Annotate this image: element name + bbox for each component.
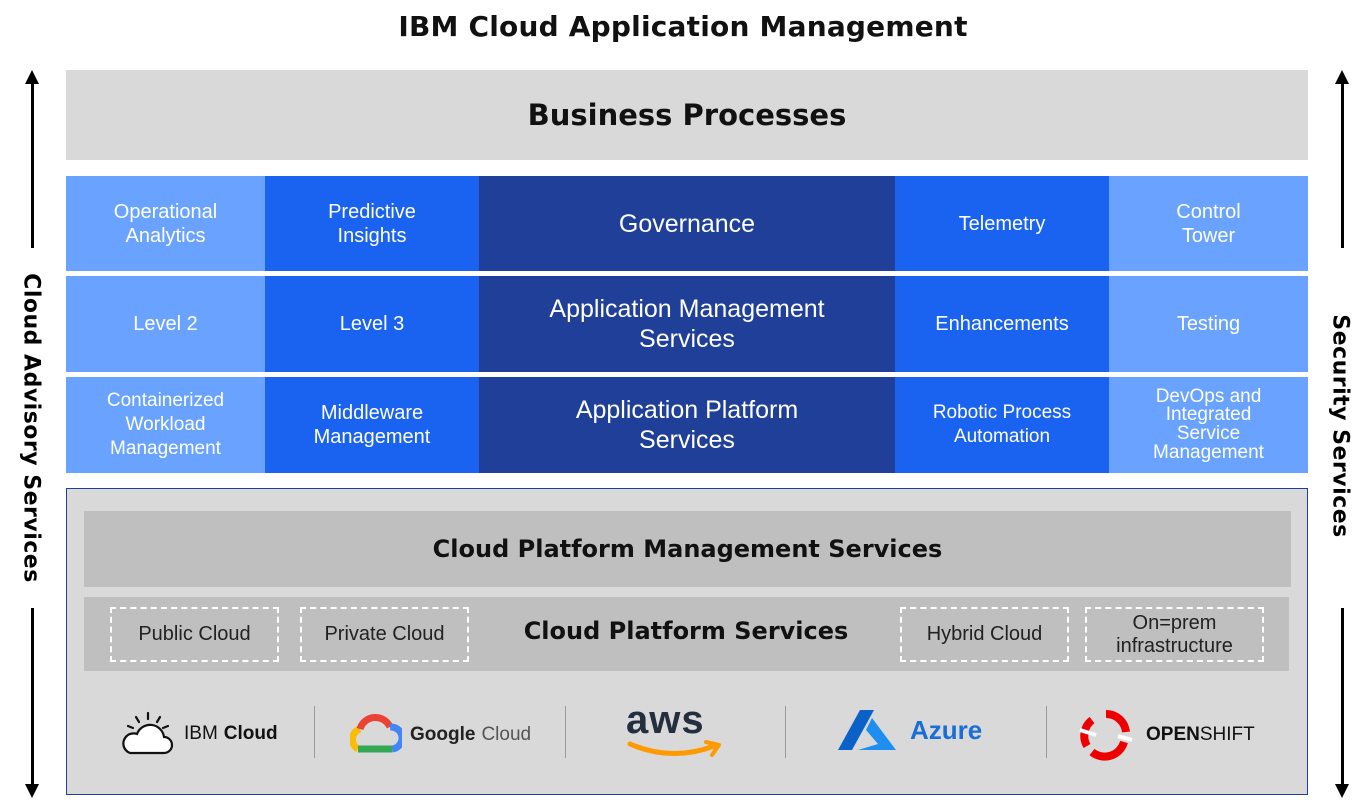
left-arrow-line-bottom [31, 608, 34, 786]
cloud-advisory-services-label: Cloud Advisory Services [18, 273, 44, 583]
azure-wordmark: Azure [910, 714, 983, 745]
ibm-cloud-logo: IBM Cloud [118, 708, 278, 760]
ibm-cloud-icon [122, 711, 174, 755]
aws-smile-icon [627, 740, 721, 757]
right-arrow-line-bottom [1341, 608, 1344, 786]
business-processes-bar: Business Processes [66, 70, 1308, 160]
right-arrow-line-top [1341, 82, 1344, 248]
ibm-cloud-brand: IBM [184, 723, 218, 744]
governance-cell: Governance [479, 176, 895, 271]
google-cloud-logo: Google Cloud [350, 710, 531, 760]
right-arrow-head-down [1335, 784, 1349, 798]
logo-separator [785, 706, 786, 758]
control-tower-cell: Control Tower [1109, 176, 1308, 271]
openshift-icon [1079, 709, 1133, 761]
devops-integrated-service-management-cell: DevOps and Integrated Service Management [1109, 377, 1308, 473]
private-cloud-box: Private Cloud [300, 607, 469, 662]
level-2-cell: Level 2 [66, 276, 265, 372]
security-services-label: Security Services [1327, 314, 1353, 538]
google-brand: Google [410, 724, 476, 745]
level-3-cell: Level 3 [265, 276, 479, 372]
azure-icon [838, 710, 896, 750]
cloud-platform-services-label: Cloud Platform Services [523, 617, 849, 645]
testing-cell: Testing [1109, 276, 1308, 372]
cloud-platform-services-bar [84, 597, 1289, 671]
google-cloud-product: Cloud [481, 724, 532, 745]
middleware-management-cell: Middleware Management [265, 377, 479, 473]
openshift-brand: OPEN [1146, 724, 1200, 745]
operational-analytics-cell: Operational Analytics [66, 176, 265, 271]
application-platform-services-cell: Application Platform Services [479, 377, 895, 473]
left-arrow-head-up [25, 70, 39, 84]
right-arrow-head-up [1335, 70, 1349, 84]
robotic-process-automation-cell: Robotic Process Automation [895, 377, 1109, 473]
aws-wordmark: aws [626, 698, 705, 742]
google-cloud-icon [350, 714, 402, 753]
openshift-product: SHIFT [1199, 724, 1255, 745]
aws-logo: aws [626, 700, 724, 762]
left-arrow-line-top [31, 82, 34, 248]
logo-separator [314, 706, 315, 758]
logo-separator [1046, 706, 1047, 758]
cloud-platform-management-bar: Cloud Platform Management Services [84, 511, 1291, 587]
hybrid-cloud-box: Hybrid Cloud [900, 607, 1069, 662]
cloud-platform-management-label: Cloud Platform Management Services [432, 535, 943, 563]
public-cloud-box: Public Cloud [110, 607, 279, 662]
openshift-logo: OPEN SHIFT [1078, 708, 1255, 762]
left-arrow-head-down [25, 784, 39, 798]
logo-separator [565, 706, 566, 758]
ibm-cloud-product: Cloud [223, 723, 278, 744]
predictive-insights-cell: Predictive Insights [265, 176, 479, 271]
telemetry-cell: Telemetry [895, 176, 1109, 271]
on-prem-infrastructure-box: On=prem infrastructure [1085, 607, 1264, 662]
business-processes-label: Business Processes [527, 98, 847, 132]
containerized-workload-management-cell: Containerized Workload Management [66, 377, 265, 473]
enhancements-cell: Enhancements [895, 276, 1109, 372]
azure-logo: Azure [838, 708, 982, 752]
page-title: IBM Cloud Application Management [398, 10, 968, 43]
application-management-services-cell: Application Management Services [479, 276, 895, 372]
